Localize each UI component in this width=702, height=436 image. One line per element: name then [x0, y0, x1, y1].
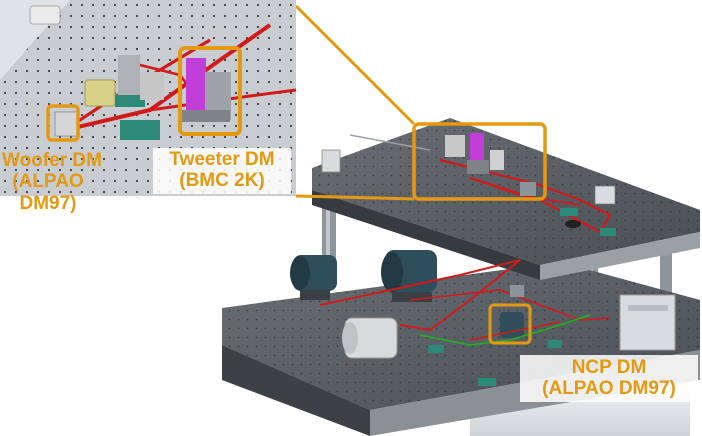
woofer-label-line1: Woofer DM — [2, 150, 102, 171]
tweeter-bench-component — [445, 133, 504, 174]
camera-middle — [381, 250, 437, 302]
upper-mounts — [321, 149, 616, 236]
tweeter-label-line1: Tweeter DM — [169, 149, 275, 170]
electronics-box — [619, 294, 676, 351]
tweeter-region-highlight — [412, 122, 547, 201]
lower-mounts — [428, 285, 562, 386]
ncp-dm-component — [500, 312, 524, 338]
woofer-dm-highlight — [46, 104, 80, 142]
source-module — [342, 317, 398, 359]
lower-beams — [319, 259, 611, 346]
ncp-label-line1: NCP DM — [571, 357, 647, 378]
woofer-dm-label: Woofer DM (ALPAO DM97) — [2, 150, 102, 214]
ncp-region-highlight — [488, 303, 532, 345]
zoom-connector-bottom — [295, 194, 415, 201]
woofer-label-line2: (ALPAO — [12, 171, 84, 193]
ncp-label-line2: (ALPAO DM97) — [542, 378, 676, 400]
camera-left — [290, 255, 337, 300]
tweeter-label-line2: (BMC 2K) — [179, 170, 265, 192]
ncp-dm-label: NCP DM (ALPAO DM97) — [520, 355, 698, 402]
tweeter-dm-highlight — [178, 46, 242, 136]
woofer-label-line3: DM97) — [19, 192, 77, 214]
zoom-connector-top — [294, 4, 416, 126]
tweeter-dm-label: Tweeter DM (BMC 2K) — [153, 148, 291, 194]
